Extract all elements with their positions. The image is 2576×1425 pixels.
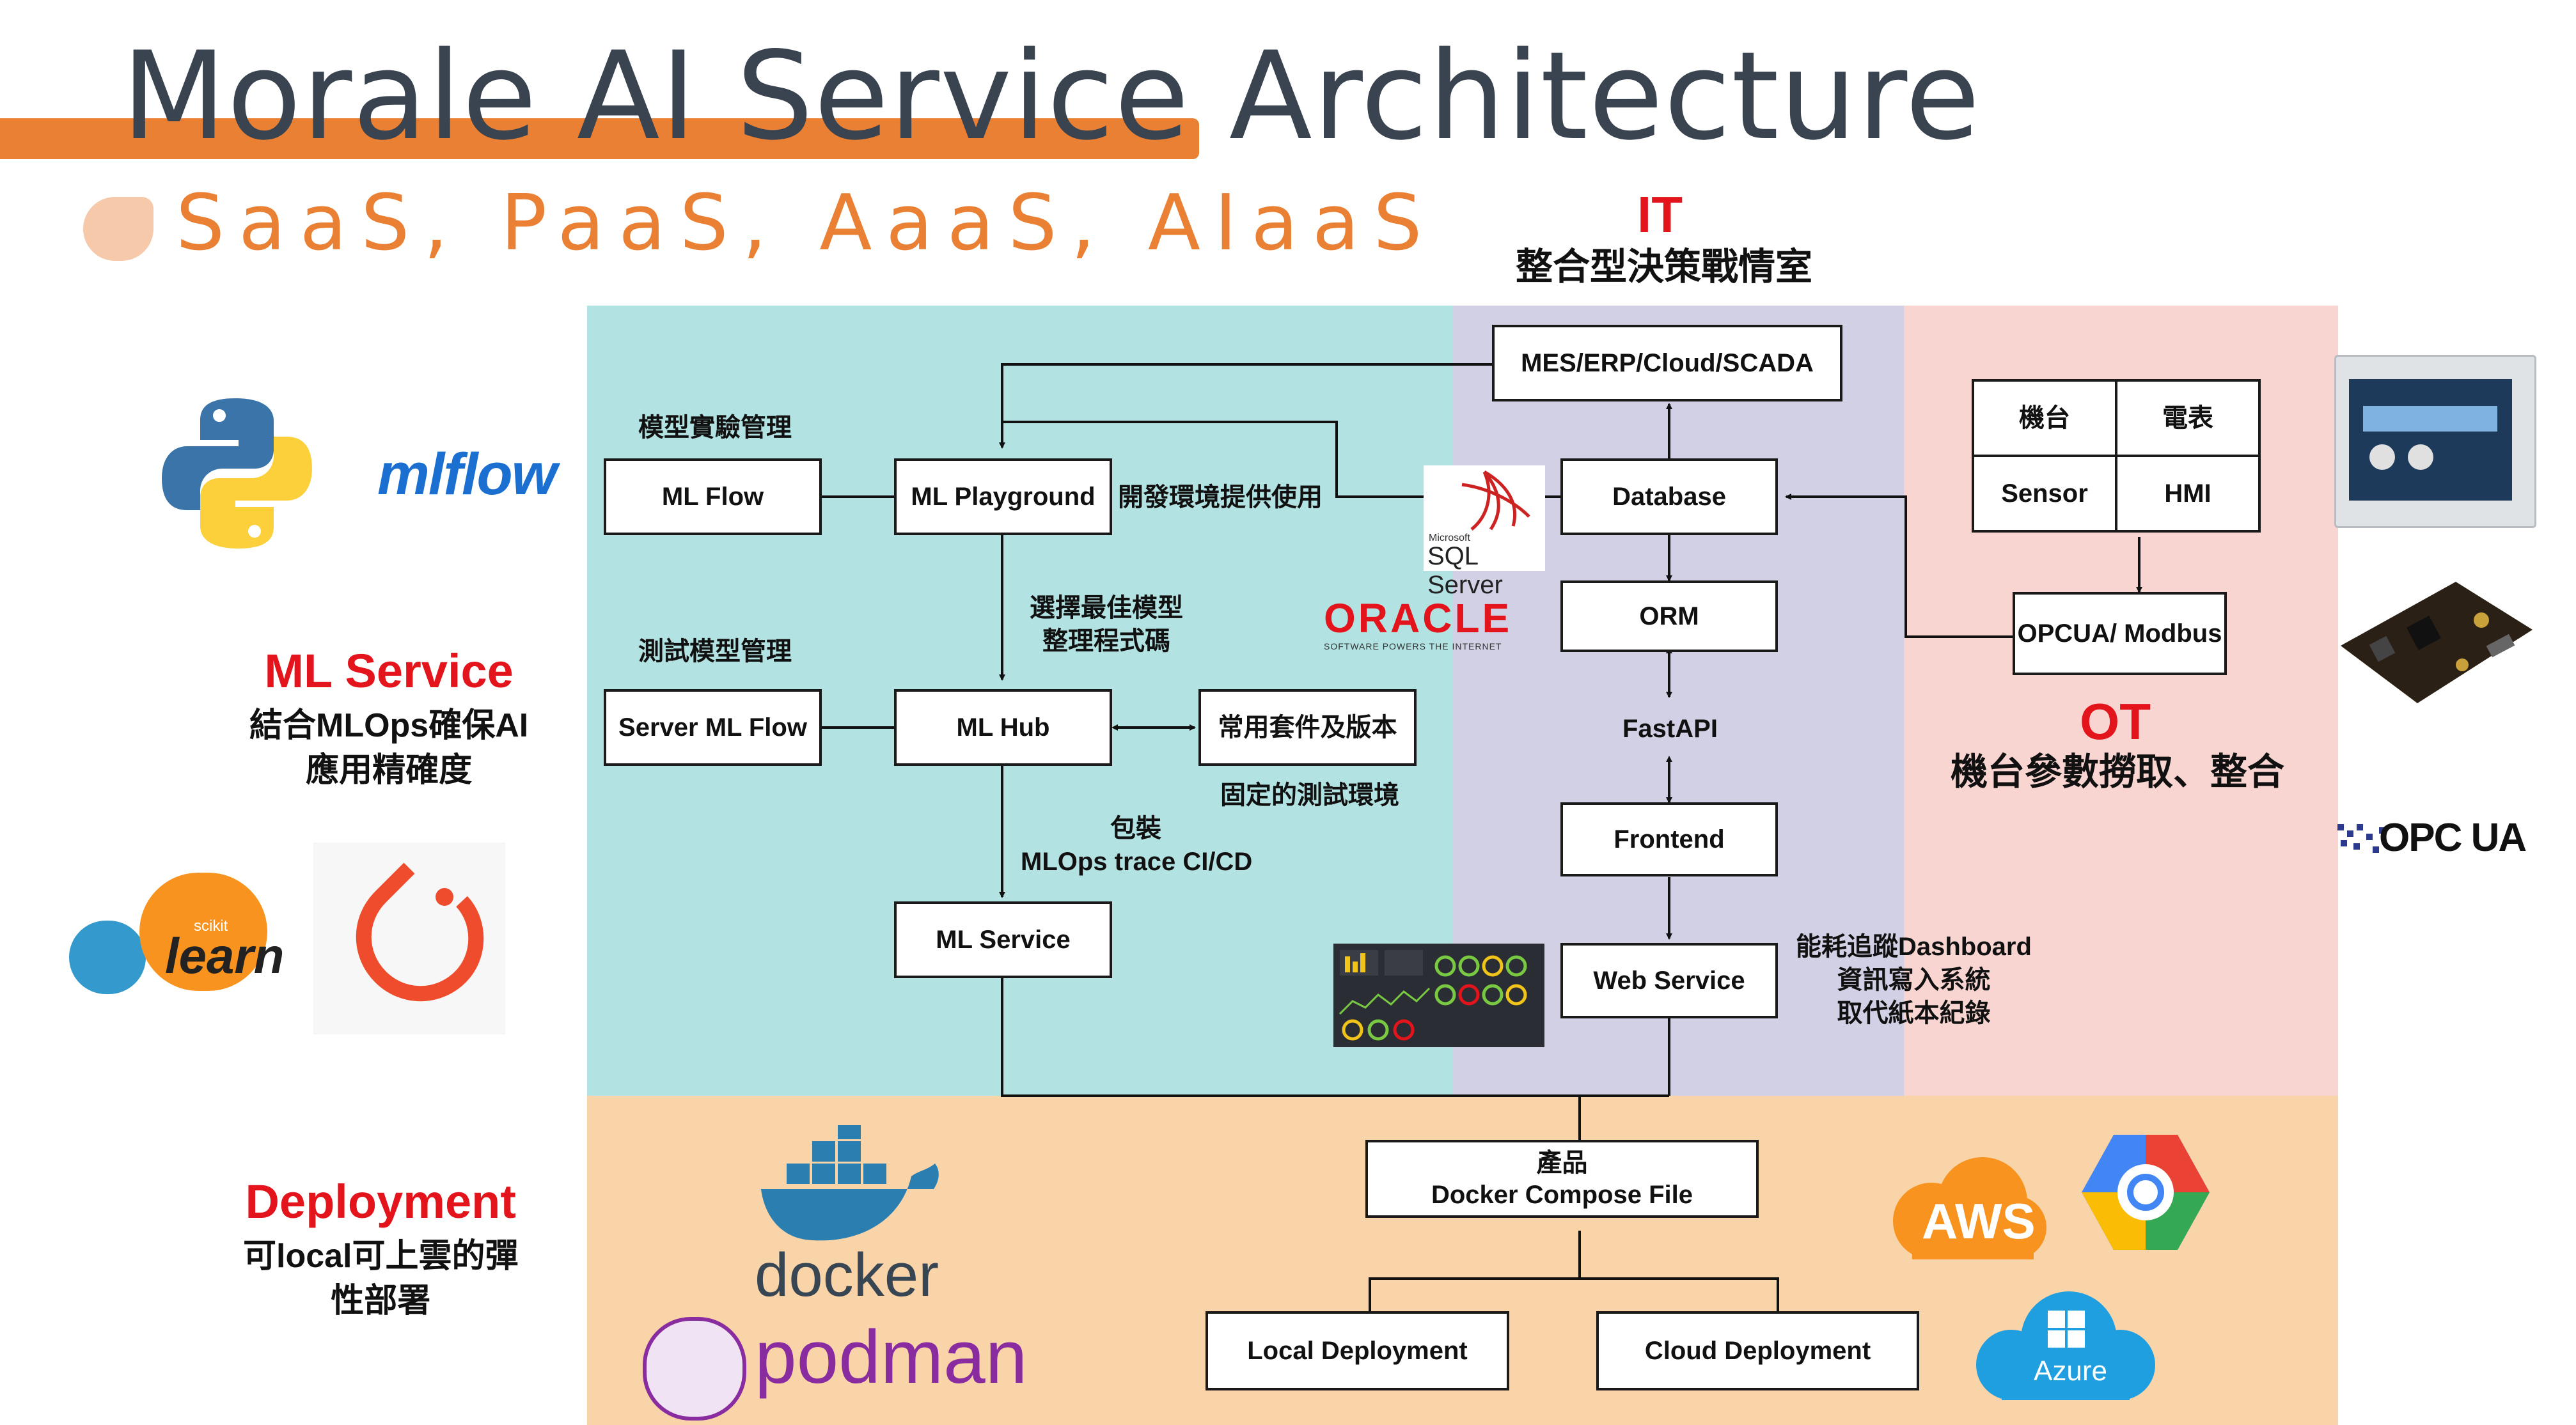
deployment-side-line2: 性部署	[331, 1282, 431, 1320]
select-model-line1: 選擇最佳模型	[1030, 594, 1183, 622]
dashboard-line2: 資訊寫入系統	[1837, 966, 1991, 994]
cloud-deployment-box: Cloud Deployment	[1596, 1311, 1919, 1390]
python-logo-icon	[159, 395, 315, 552]
opc-ua-pixels-icon	[2337, 824, 2385, 853]
it-title: IT	[1637, 186, 1683, 243]
select-model-label: 選擇最佳模型 整理程式碼	[1030, 591, 1183, 658]
ot-grid-cell-meter: 電表	[2115, 379, 2261, 457]
frontend-box: Frontend	[1560, 802, 1778, 876]
database-box: Database	[1560, 458, 1778, 535]
ml-service-side-line2: 應用精確度	[306, 752, 473, 790]
mlflow-text: mlflow	[377, 442, 557, 507]
gcp-hexagon-icon	[2082, 1135, 2210, 1250]
pytorch-flame-icon	[356, 862, 484, 1002]
oracle-small: SOFTWARE POWERS THE INTERNET	[1324, 641, 1502, 651]
ot-grid-cell-hmi: HMI	[2115, 455, 2261, 533]
google-cloud-logo-icon	[2078, 1128, 2213, 1256]
ml-playground-box: ML Playground	[894, 458, 1112, 535]
ot-title: OT	[2080, 693, 2151, 750]
sql-server-swirl-icon	[1461, 470, 1530, 531]
pack-label: 包裝 MLOps trace CI/CD	[1021, 812, 1252, 878]
ml-service-side-title: ML Service	[264, 644, 514, 697]
deployment-side-label: Deployment 可local可上雲的彈 性部署	[243, 1170, 519, 1323]
label-test-mgmt: 測試模型管理	[638, 637, 792, 666]
podman-logo-icon: podman	[640, 1314, 1074, 1422]
ml-service-side-line1: 結合MLOps確保AI	[249, 706, 529, 744]
opcua-modbus-box: OPCUA/ Modbus	[2013, 592, 2227, 675]
local-deployment-box: Local Deployment	[1206, 1311, 1509, 1390]
ml-service-box: ML Service	[894, 901, 1112, 978]
web-service-box: Web Service	[1560, 943, 1778, 1018]
windows-icon	[2048, 1311, 2085, 1348]
ot-grid-cell-sensor: Sensor	[1972, 455, 2117, 533]
dashboard-thumbnail-icon	[1333, 944, 1544, 1047]
pack-line1: 包裝	[1110, 814, 1161, 843]
opc-ua-text: OPC UA	[2379, 816, 2527, 860]
deployment-side-line1: 可local可上雲的彈	[243, 1237, 519, 1275]
aws-text: AWS	[1922, 1193, 2036, 1249]
sklearn-logo-icon: scikit learn	[69, 869, 306, 997]
orm-box: ORM	[1560, 580, 1778, 652]
sql-server-small: Microsoft	[1429, 533, 1470, 543]
ot-subtitle: 機台參數撈取、整合	[1951, 751, 2285, 793]
azure-text: Azure	[2034, 1355, 2107, 1387]
dev-env-label: 開發環境提供使用	[1118, 483, 1323, 511]
oracle-logo-icon: ORACLE SOFTWARE POWERS THE INTERNET	[1324, 595, 1528, 651]
ml-flow-box: ML Flow	[604, 458, 822, 535]
azure-logo-icon: Azure	[1976, 1285, 2155, 1400]
mlflow-logo-icon: mlflow	[377, 441, 557, 507]
sql-server-big: SQL Server	[1427, 542, 1503, 599]
ot-device-grid: 機台 電表 Sensor HMI	[1972, 379, 2261, 533]
pcb-icon	[2341, 582, 2533, 703]
fixed-env-label: 固定的測試環境	[1220, 781, 1399, 809]
bullet-dot-icon	[83, 197, 153, 261]
sklearn-big-text: learn	[165, 928, 285, 984]
ml-service-side-label: ML Service 結合MLOps確保AI 應用精確度	[249, 639, 528, 793]
title-underline	[0, 118, 1199, 159]
dashboard-gauges-icon	[1339, 950, 1527, 1041]
pytorch-logo-icon	[313, 843, 505, 1034]
docker-logo-icon: docker	[748, 1119, 953, 1309]
oracle-big: ORACLE	[1324, 595, 1512, 641]
ot-grid-cell-machine: 機台	[1972, 379, 2117, 457]
python-snakes-icon	[162, 398, 312, 549]
docker-whale-icon	[761, 1119, 939, 1241]
hmi-panel-icon	[2331, 348, 2539, 531]
fastapi-label: FastAPI	[1622, 715, 1718, 743]
podman-seal-icon	[643, 1317, 746, 1421]
product-line2: Docker Compose File	[1431, 1181, 1693, 1209]
opc-ua-logo-icon: OPC UA	[2334, 815, 2539, 866]
ml-hub-box: ML Hub	[894, 689, 1112, 766]
pack-line2: MLOps trace CI/CD	[1021, 848, 1253, 876]
product-box: 產品 Docker Compose File	[1365, 1140, 1759, 1218]
page-subtitle: SaaS, PaaS, AaaS, AIaaS	[176, 179, 1436, 268]
aws-logo-icon: AWS	[1887, 1151, 2056, 1266]
sql-server-logo-icon: Microsoft SQL Server	[1424, 465, 1545, 599]
select-model-line2: 整理程式碼	[1042, 627, 1170, 655]
dashboard-line1: 能耗追蹤Dashboard	[1796, 933, 2032, 961]
packages-box: 常用套件及版本	[1198, 689, 1417, 766]
podman-text: podman	[755, 1315, 1028, 1399]
product-line1: 產品	[1536, 1149, 1588, 1177]
docker-text: docker	[755, 1241, 939, 1309]
mes-erp-box: MES/ERP/Cloud/SCADA	[1492, 325, 1842, 401]
label-experiment-mgmt: 模型實驗管理	[638, 414, 792, 442]
server-ml-flow-box: Server ML Flow	[604, 689, 822, 766]
dashboard-line3: 取代紙本紀錄	[1837, 999, 1991, 1027]
circuit-board-icon	[2334, 569, 2539, 716]
sklearn-small-text: scikit	[194, 917, 228, 935]
dashboard-label: 能耗追蹤Dashboard 資訊寫入系統 取代紙本紀錄	[1796, 930, 2032, 1030]
it-subtitle: 整合型決策戰情室	[1516, 246, 1813, 288]
deployment-side-title: Deployment	[245, 1175, 516, 1228]
page-title: Morale AI Service Architecture	[122, 26, 1981, 167]
